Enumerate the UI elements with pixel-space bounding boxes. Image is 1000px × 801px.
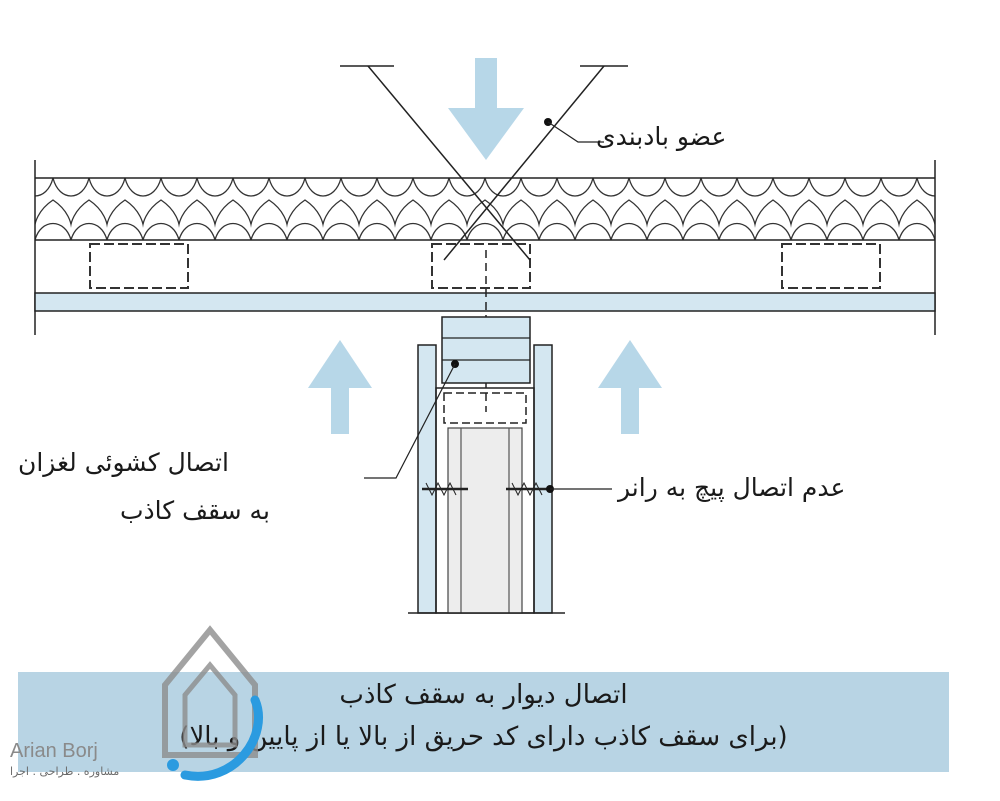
slip-connection-label-line2: به سقف کاذب: [120, 496, 270, 525]
screw-left: [422, 481, 468, 497]
leader-slip-connection: [364, 360, 459, 479]
caption-line1: اتصال دیوار به سقف کاذب: [339, 680, 628, 710]
caption-line2: (برای سقف کاذب دارای کد حریق از بالا یا …: [179, 722, 788, 752]
watermark-tagline: مشاوره . طراحی . اجرا: [10, 765, 120, 778]
ceiling-board: [34, 292, 936, 312]
ceiling-channel-left: [89, 243, 189, 289]
slip-connection-label-line1: اتصال کشوئی لغزان: [18, 448, 229, 477]
downward-load-arrow: [448, 58, 524, 160]
leader-bracing: [544, 118, 604, 143]
upward-load-arrow-right: [598, 340, 662, 434]
insulation-layer: [34, 160, 936, 335]
no-screw-connection-label: عدم اتصال پیچ به رانر: [618, 473, 846, 502]
ceiling-channel-center: [431, 243, 531, 289]
arian-borj-logo-icon: [162, 625, 263, 781]
upward-load-arrow-left: [308, 340, 372, 434]
watermark-name: Arian Borj: [10, 740, 98, 762]
ceiling-channel-right: [781, 243, 881, 289]
wall-section: [408, 316, 565, 614]
bracing-member-label: عضو بادبندی: [596, 122, 727, 151]
leader-no-screw: [546, 485, 612, 493]
screw-right: [506, 481, 548, 497]
